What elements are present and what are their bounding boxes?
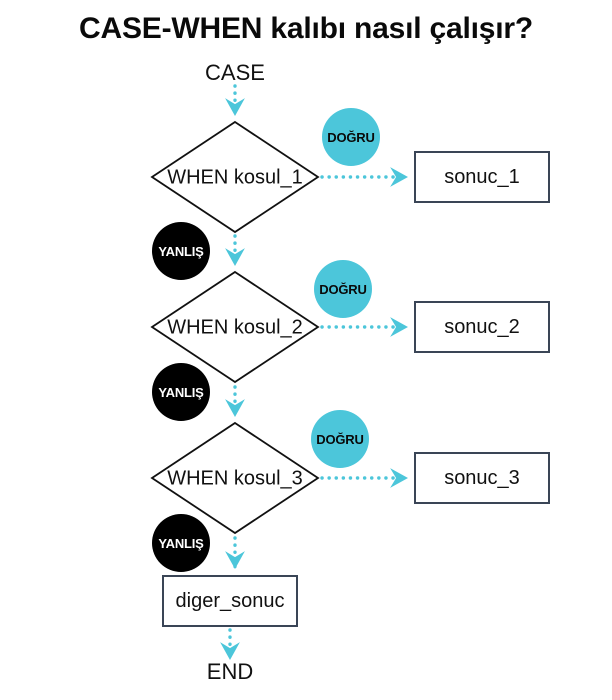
result-label-3: sonuc_3 xyxy=(444,466,520,489)
badge-false-label-1: YANLIŞ xyxy=(158,243,204,259)
badge-true-1: DOĞRU xyxy=(322,108,380,166)
result-label-1: sonuc_1 xyxy=(444,165,520,188)
end-terminal-label: END xyxy=(206,659,254,684)
badge-true-label-1: DOĞRU xyxy=(327,129,375,145)
badge-true-label-2: DOĞRU xyxy=(319,281,367,297)
badge-true-2: DOĞRU xyxy=(314,260,372,318)
decision-label-3: WHEN kosul_3 xyxy=(167,467,303,490)
badge-false-3: YANLIŞ xyxy=(152,514,210,572)
result-box-1: sonuc_1 xyxy=(414,151,550,203)
start-terminal-label: CASE xyxy=(205,60,265,85)
badge-false-label-3: YANLIŞ xyxy=(158,535,204,551)
badge-false-1: YANLIŞ xyxy=(152,222,210,280)
default-result-label: diger_sonuc xyxy=(175,589,285,612)
badge-false-label-2: YANLIŞ xyxy=(158,384,204,400)
page-title: CASE-WHEN kalıbı nasıl çalışır? xyxy=(79,12,533,45)
result-box-2: sonuc_2 xyxy=(414,301,550,353)
badge-true-3: DOĞRU xyxy=(311,410,369,468)
result-label-2: sonuc_2 xyxy=(444,315,520,338)
badge-true-label-3: DOĞRU xyxy=(316,431,364,447)
decision-label-1: WHEN kosul_1 xyxy=(167,166,303,189)
decision-label-2: WHEN kosul_2 xyxy=(167,316,303,339)
result-box-3: sonuc_3 xyxy=(414,452,550,504)
badge-false-2: YANLIŞ xyxy=(152,363,210,421)
default-result-box: diger_sonuc xyxy=(162,575,298,627)
